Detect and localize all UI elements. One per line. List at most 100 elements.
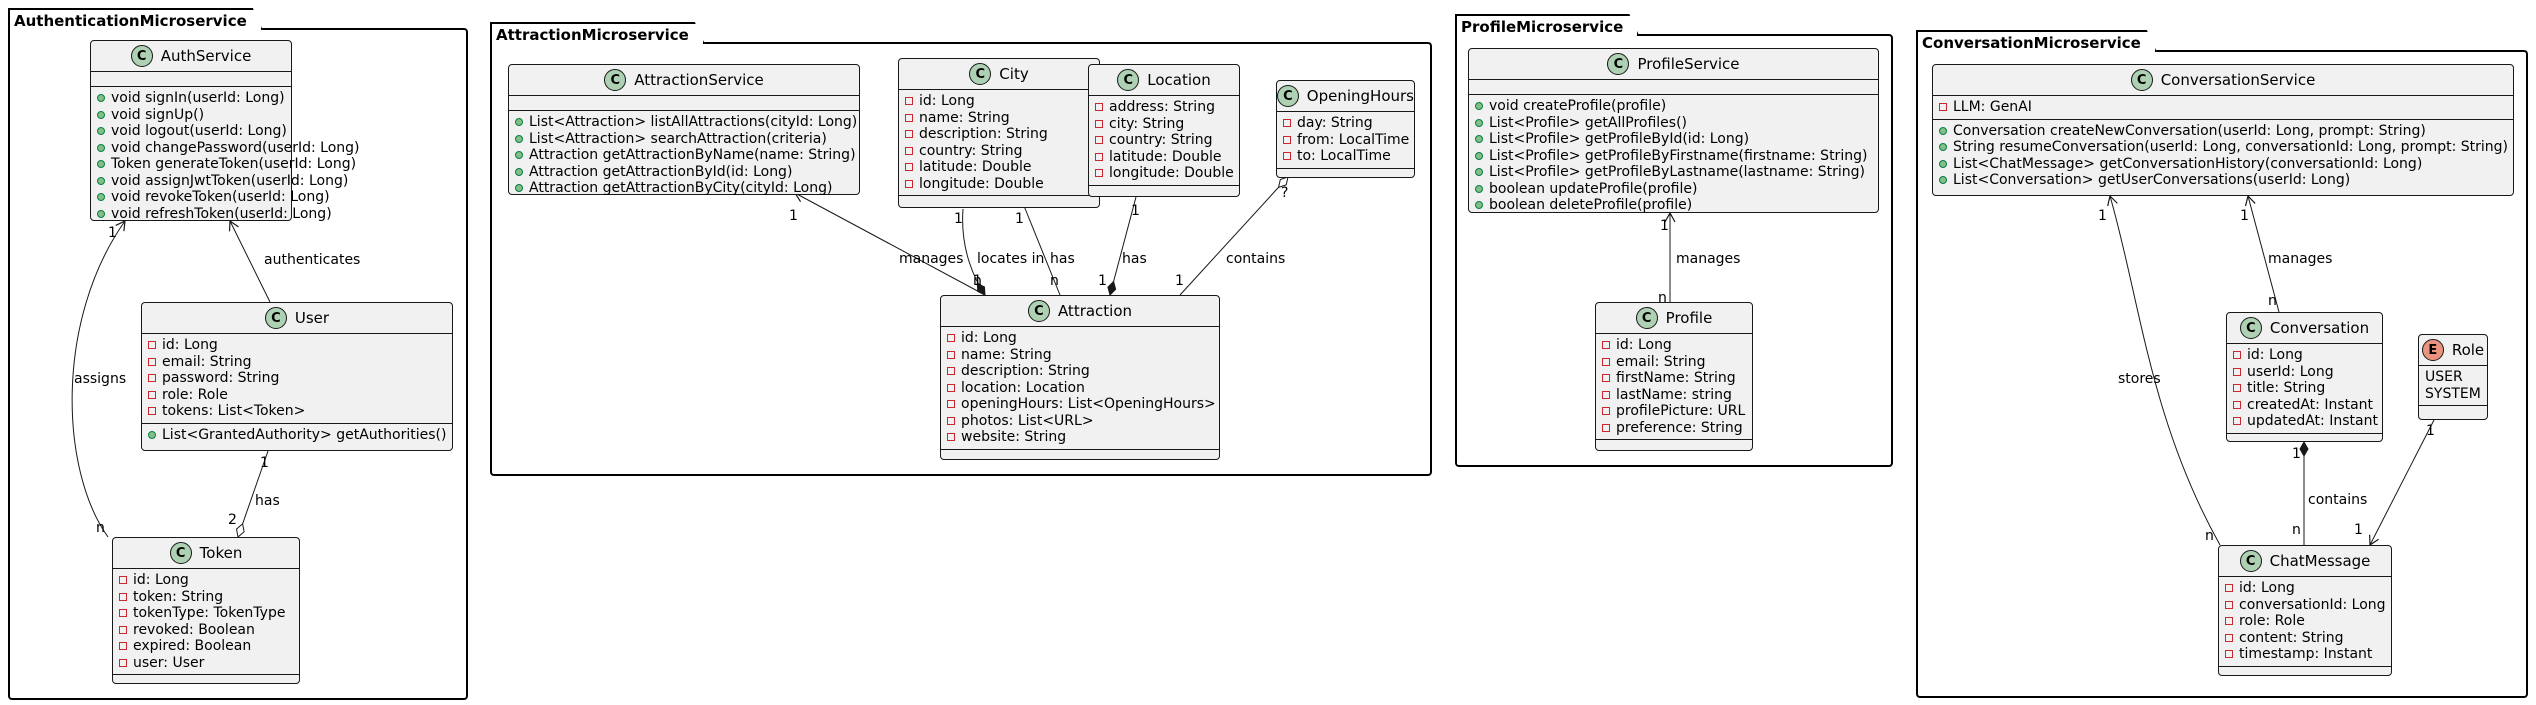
private-visibility-icon <box>119 658 127 667</box>
field-text: location: Location <box>961 379 1085 396</box>
method-text: List<Profile> getProfileByLastname(lastn… <box>1489 164 1866 181</box>
field-text: name: String <box>919 109 1010 126</box>
private-visibility-icon <box>1283 135 1291 144</box>
private-visibility-icon <box>947 350 955 359</box>
relation-multiplicity: 1 <box>954 211 963 227</box>
class-method: boolean deleteProfile(profile) <box>1469 197 1878 214</box>
relation-multiplicity: 1 <box>1098 273 1107 289</box>
field-text: conversationId: Long <box>2239 596 2386 613</box>
class-method: List<Attraction> listAllAttractions(city… <box>509 114 859 131</box>
private-visibility-icon <box>947 400 955 409</box>
field-text: password: String <box>162 370 280 387</box>
public-visibility-icon <box>1475 135 1483 144</box>
private-visibility-icon <box>905 146 913 155</box>
class-field: website: String <box>941 429 1219 446</box>
private-visibility-icon <box>947 383 955 392</box>
method-text: Attraction getAttractionByCity(cityId: L… <box>529 180 833 197</box>
class-method: Attraction getAttractionByCity(cityId: L… <box>509 180 859 197</box>
class-name: Role <box>2451 341 2485 359</box>
class-field: user: User <box>113 655 299 672</box>
public-visibility-icon <box>97 94 105 103</box>
class-methods <box>1277 169 1414 183</box>
relation-label: contains <box>2308 492 2368 508</box>
public-visibility-icon <box>515 167 523 176</box>
public-visibility-icon <box>1939 176 1947 185</box>
field-text: role: Role <box>162 386 228 403</box>
class-methods: Conversation createNewConversation(userI… <box>1933 120 2513 192</box>
class-field: id: Long <box>113 572 299 589</box>
class-method: void signUp() <box>91 107 291 124</box>
private-visibility-icon <box>148 341 156 350</box>
class-badge-icon: C <box>1277 85 1299 107</box>
class-methods: List<Attraction> listAllAttractions(city… <box>509 111 859 200</box>
method-text: List<GrantedAuthority> getAuthorities() <box>162 426 447 443</box>
class-methods <box>1596 440 1752 454</box>
field-text: to: LocalTime <box>1297 148 1391 165</box>
class-method: void logout(userId: Long) <box>91 123 291 140</box>
relation-multiplicity: ? <box>1281 185 1289 201</box>
private-visibility-icon <box>2225 600 2233 609</box>
class-method: Conversation createNewConversation(userI… <box>1933 123 2513 140</box>
class-field: conversationId: Long <box>2219 597 2391 614</box>
class-field: tokenType: TokenType <box>113 605 299 622</box>
public-visibility-icon <box>148 430 156 439</box>
private-visibility-icon <box>2233 384 2241 393</box>
field-text: country: String <box>1109 132 1213 149</box>
enum-value: SYSTEM <box>2425 385 2481 402</box>
class-field: day: String <box>1277 115 1414 132</box>
class-field: longitude: Double <box>899 176 1099 193</box>
class-field: description: String <box>899 126 1099 143</box>
method-text: Token generateToken(userId: Long) <box>111 156 357 173</box>
relation-line <box>71 219 126 538</box>
class-badge-icon: C <box>264 307 287 329</box>
private-visibility-icon <box>905 97 913 106</box>
method-text: void signIn(userId: Long) <box>111 90 285 107</box>
field-text: id: Long <box>2239 580 2295 597</box>
class-fields <box>1469 80 1878 95</box>
class-methods <box>2227 434 2382 448</box>
relation-line <box>793 192 986 296</box>
private-visibility-icon <box>947 416 955 425</box>
class-field: country: String <box>1089 132 1239 149</box>
class-method: Attraction getAttractionById(id: Long) <box>509 164 859 181</box>
private-visibility-icon <box>2225 633 2233 642</box>
relation-line <box>1018 194 1061 296</box>
field-text: latitude: Double <box>1109 148 1222 165</box>
field-text: tokens: List<Token> <box>162 403 306 420</box>
field-text: email: String <box>1616 353 1706 370</box>
class-field: openingHours: List<OpeningHours> <box>941 396 1219 413</box>
class-badge-icon: C <box>2130 69 2153 91</box>
private-visibility-icon <box>947 433 955 442</box>
field-text: role: Role <box>2239 613 2305 630</box>
relation-label: manages <box>1676 251 1741 267</box>
field-text: city: String <box>1109 115 1185 132</box>
private-visibility-icon <box>119 625 127 634</box>
field-text: latitude: Double <box>919 159 1032 176</box>
public-visibility-icon <box>515 151 523 160</box>
method-text: List<ChatMessage> getConversationHistory… <box>1953 155 2423 172</box>
class-fields <box>509 96 859 111</box>
class-fields <box>91 72 291 87</box>
field-text: timestamp: Instant <box>2239 646 2373 663</box>
method-text: List<Profile> getProfileByFirstname(firs… <box>1489 147 1868 164</box>
